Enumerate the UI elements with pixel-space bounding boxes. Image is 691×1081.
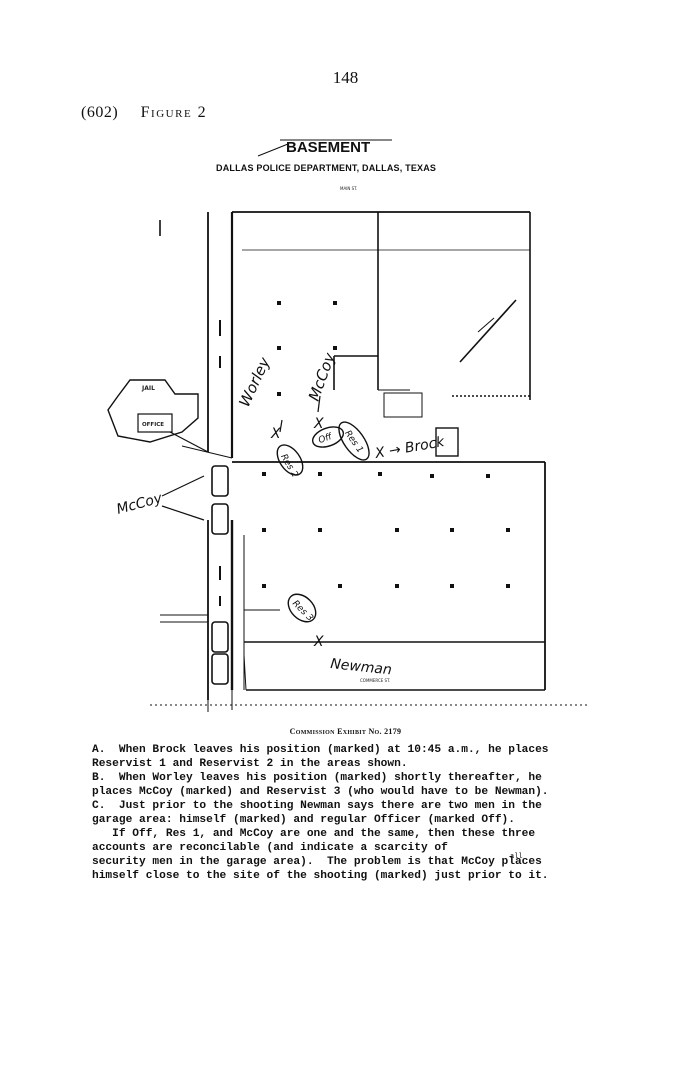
page-number: 148 <box>332 68 359 87</box>
worley-handwritten: Worley <box>235 354 274 410</box>
office-label: OFFICE <box>142 422 164 428</box>
note-d-line1: If Off, Res 1, and McCoy are one and the… <box>92 828 536 840</box>
note-d-line3: security men in the garage area). The pr… <box>92 856 542 868</box>
note-d-insert: all <box>510 853 523 861</box>
worley-x-mark: X <box>270 426 281 442</box>
diagram-subtitle: DALLAS POLICE DEPARTMENT, DALLAS, TEXAS <box>216 163 437 173</box>
off-label: Off <box>317 432 335 447</box>
mccoy-handwritten-left: McCoy <box>115 490 165 518</box>
note-a-line1: A. When Brock leaves his position (marke… <box>92 744 549 756</box>
newman-handwritten: Newman <box>330 656 393 678</box>
note-d-line2: accounts are reconcilable (and indicate … <box>92 842 448 854</box>
note-a-line2: Reservist 1 and Reservist 2 in the areas… <box>92 758 408 770</box>
garage-columns <box>262 301 510 588</box>
figure-ref: (602) <box>81 104 119 121</box>
note-b-line2: places McCoy (marked) and Reservist 3 (w… <box>92 786 549 798</box>
top-street-label: MAIN ST. <box>340 186 357 191</box>
mccoy-x-mark: X <box>313 416 324 432</box>
annotation-notes: A. When Brock leaves his position (marke… <box>92 743 612 883</box>
figure-name: Figure 2 <box>140 104 208 121</box>
note-c-line2: garage area: himself (marked) and regula… <box>92 814 515 826</box>
figure-label: (602) Figure 2 <box>81 104 207 122</box>
exhibit-caption: Commission Exhibit No. 2179 <box>289 727 402 736</box>
note-b-line1: B. When Worley leaves his position (mark… <box>92 772 542 784</box>
res1-label: Res 1 <box>342 429 365 455</box>
note-d-line4: himself close to the site of the shootin… <box>92 870 549 882</box>
note-c-line1: C. Just prior to the shooting Newman say… <box>92 800 542 812</box>
diagram-title: BASEMENT <box>286 139 371 156</box>
bottom-street-label: COMMERCE ST. <box>360 678 390 683</box>
newman-x-mark: X <box>313 634 324 650</box>
jail-label: JAIL <box>141 385 155 392</box>
brock-handwritten: X → Brock <box>373 434 447 462</box>
basement-floor-plan: MAIN ST. COMMERCE ST. JAIL OFFICE Worley… <box>107 139 590 712</box>
